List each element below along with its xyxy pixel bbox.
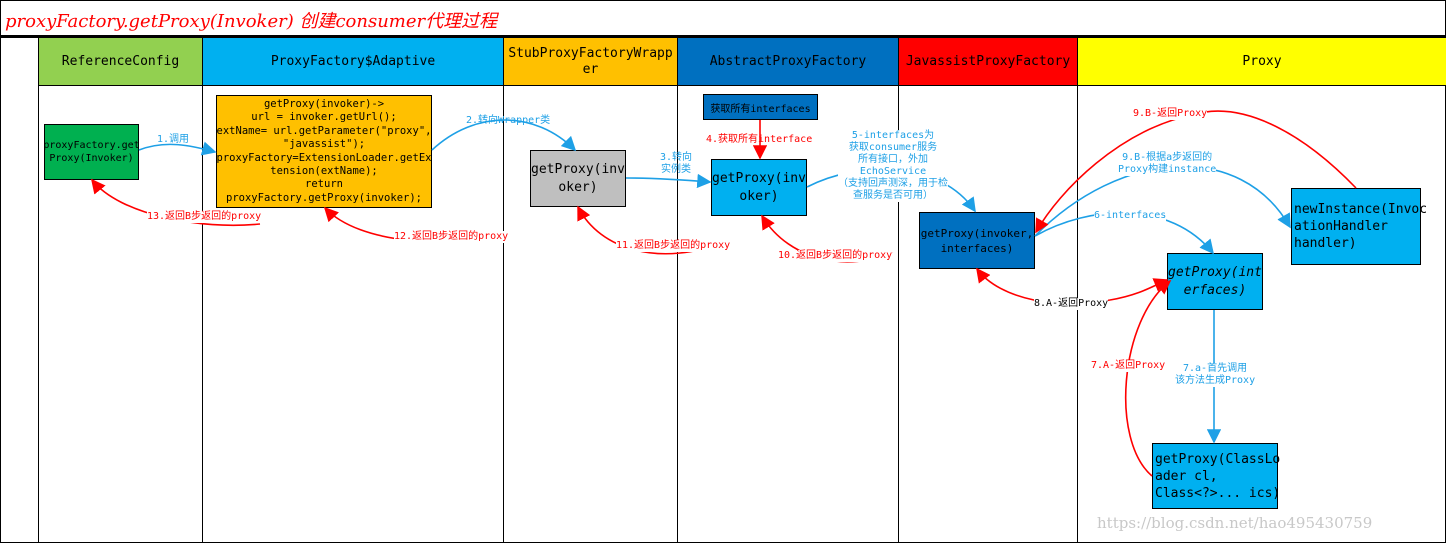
lane-header-divider: [38, 85, 1446, 86]
adaptive-code-box: getProxy(invoker)-> url = invoker.getUrl…: [216, 95, 432, 208]
proxy-getproxy-classloader-box: getProxy(ClassLo ader cl, Class<?>... ic…: [1152, 443, 1280, 509]
label-10-return: 10.返回B步返回的proxy: [778, 250, 893, 262]
label-7a-first-call: 7.a-首先调用 该方法生成Proxy: [1175, 363, 1256, 387]
lane-divider: [677, 37, 678, 543]
stub-getproxy-box: getProxy(inv oker): [530, 150, 626, 207]
label-9b-return: 9.B-返回Proxy: [1133, 108, 1208, 120]
lane-divider: [503, 37, 504, 543]
label-13-return: 13.返回B步返回的proxy: [147, 211, 262, 223]
lane-header-proxy: Proxy: [1078, 38, 1446, 85]
label-7-return: 7.A-返回Proxy: [1091, 360, 1166, 372]
watermark: https://blog.csdn.net/hao495430759: [1097, 514, 1373, 532]
proxy-getproxy-interfaces-box: getProxy(int erfaces): [1167, 253, 1263, 310]
label-9b-build: 9.B-根据a步返回的 Proxy构建instance: [1118, 152, 1217, 176]
lane-header-proxyfactory-adaptive: ProxyFactory$Adaptive: [203, 38, 503, 85]
lane-header-referenceconfig: ReferenceConfig: [39, 38, 202, 85]
abstract-getproxy-box: getProxy(inv oker): [711, 159, 807, 216]
arrow-7-return: [1124, 280, 1172, 477]
lane-divider: [898, 37, 899, 543]
arrow-9b-build: [1034, 165, 1291, 237]
arrow-3-to-instance: [625, 173, 712, 189]
label-3-to-instance: 3.转向 实例类: [660, 152, 693, 175]
lane-divider: [1077, 37, 1078, 543]
label-2-to-wrapper: 2.转向Wrapper类: [466, 115, 551, 126]
label-8-return: 8.A-返回Proxy: [1034, 298, 1109, 310]
label-1-call: 1.调用: [157, 134, 190, 145]
lane-header-javassistproxyfactory: JavassistProxyFactory: [899, 38, 1077, 85]
new-instance-box: newInstance(Invoc ationHandler handler): [1291, 188, 1427, 265]
lane-divider: [202, 37, 203, 543]
label-5-interfaces: 5-interfaces为 获取consumer服务 所有接口，外加 EchoS…: [838, 130, 948, 202]
arrow-8-return-in: [1109, 278, 1169, 301]
lane-header-stubproxyfactorywrapper: StubProxyFactoryWrapper: [504, 38, 677, 85]
lane-header-abstractproxyfactory: AbstractProxyFactory: [678, 38, 898, 85]
lane-divider: [38, 37, 39, 543]
arrow-2-to-wrapper: [431, 119, 577, 152]
ref-getproxy-box: proxyFactory.get Proxy(Invoker): [43, 124, 140, 180]
diagram-title-bar: proxyFactory.getProxy(Invoker) 创建consume…: [0, 0, 1446, 37]
label-12-return: 12.返回B步返回的proxy: [394, 231, 509, 243]
get-interfaces-box: 获取所有interfaces: [703, 94, 818, 120]
label-6-interfaces: 6-interfaces: [1094, 210, 1167, 222]
label-11-return: 11.返回B步返回的proxy: [616, 240, 731, 252]
label-4-get-interfaces: 4.获取所有interface: [706, 134, 813, 145]
arrow-1-call: [138, 141, 217, 156]
diagram-title: proxyFactory.getProxy(Invoker) 创建consume…: [5, 11, 498, 32]
javassist-getproxy-box: getProxy(invoker, interfaces): [919, 212, 1035, 269]
